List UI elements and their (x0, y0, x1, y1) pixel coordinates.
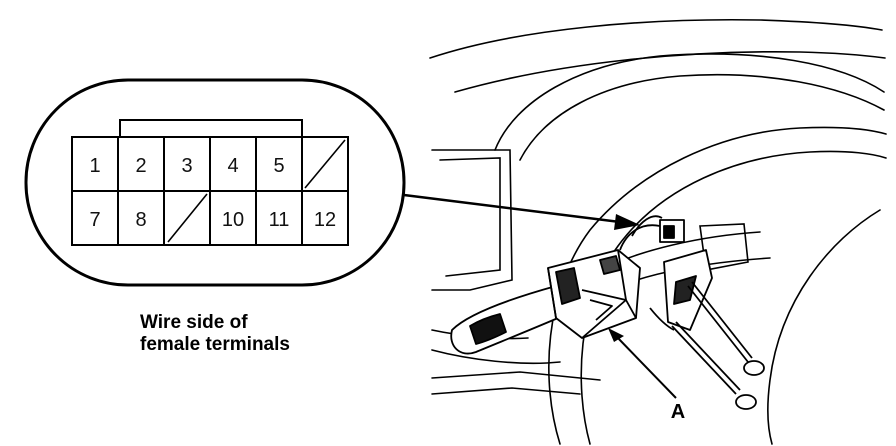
pin-label: 10 (222, 209, 244, 231)
pin-label: 5 (273, 155, 284, 177)
connector-lock-tab (119, 119, 303, 137)
detail-rounded-outline (24, 78, 406, 287)
pin-label: 2 (135, 155, 146, 177)
combination-switch-assembly (450, 215, 713, 355)
pin-label: 1 (89, 155, 100, 177)
pin-label: 7 (89, 209, 100, 231)
callout-a: A (608, 328, 685, 423)
pin-label: 3 (181, 155, 192, 177)
pin-label: 12 (314, 209, 336, 231)
callout-a-label: A (671, 401, 685, 423)
unused-terminal-9-slash (167, 193, 208, 243)
detail-leader-arrow (403, 193, 640, 230)
pin-label: 4 (227, 155, 238, 177)
pin-label: 8 (135, 209, 146, 231)
caption-line-2: female terminals (140, 334, 290, 355)
caption-line-1: Wire side of (140, 312, 248, 333)
mounting-screws (671, 281, 765, 410)
unused-terminal-6-slash (304, 139, 346, 189)
pin-label: 11 (269, 209, 290, 231)
connector-caption: Wire side of female terminals (140, 312, 290, 356)
connector-detail-bubble: 1 2 3 4 5 7 8 10 11 12 (24, 78, 406, 287)
connector-terminal-grid (71, 136, 349, 246)
